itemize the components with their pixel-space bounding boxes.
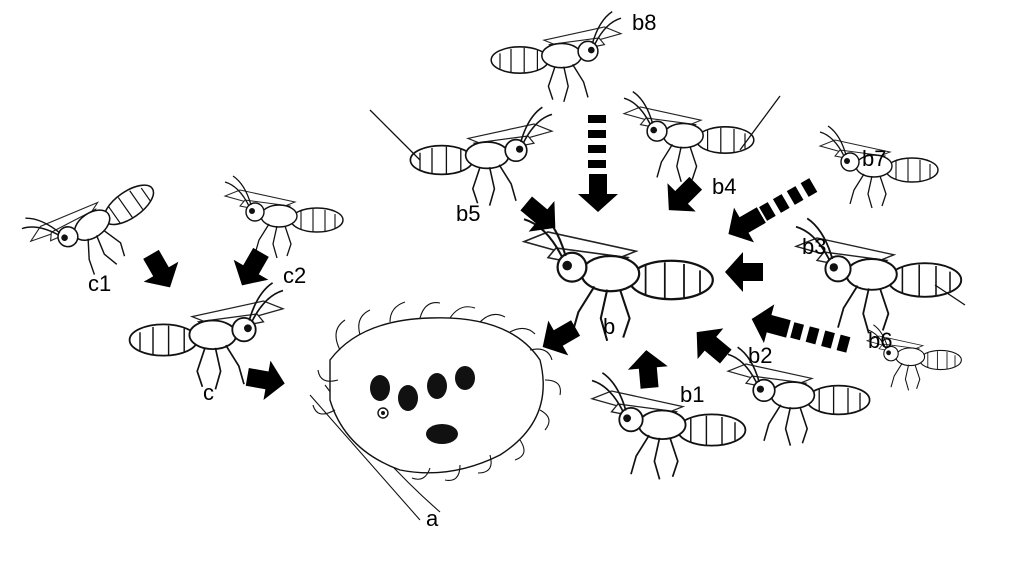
label-c2: c2 bbox=[283, 263, 307, 288]
dashed-arrow-b7-to-b bbox=[718, 178, 818, 252]
insect-b1 bbox=[591, 371, 747, 481]
insect-c2 bbox=[224, 175, 344, 259]
label-b7: b7 bbox=[862, 146, 887, 171]
arrow-b1-to-b bbox=[626, 348, 670, 390]
label-b4: b4 bbox=[712, 174, 737, 199]
label-b6: b6 bbox=[868, 328, 893, 353]
label-c1: c1 bbox=[88, 271, 112, 296]
label-b1: b1 bbox=[680, 382, 705, 407]
label-b5: b5 bbox=[456, 201, 481, 226]
arrow-c-to-a bbox=[243, 357, 289, 404]
insect-b4 bbox=[623, 90, 781, 183]
insect-b8 bbox=[490, 10, 622, 103]
label-c: c bbox=[203, 380, 214, 405]
arrow-b3-to-b bbox=[725, 252, 763, 292]
label-a: a bbox=[426, 506, 439, 531]
label-b3: b3 bbox=[802, 234, 827, 259]
nest-gall-a bbox=[309, 301, 561, 521]
label-b2: b2 bbox=[748, 343, 773, 368]
dashed-arrow-b8-to-b bbox=[578, 115, 618, 212]
arrow-c1-to-c bbox=[133, 244, 188, 298]
label-b8: b8 bbox=[632, 10, 657, 35]
insect-b5 bbox=[369, 106, 553, 207]
arrow-b4-to-b bbox=[654, 169, 710, 225]
label-b: b bbox=[603, 314, 616, 339]
insect-b bbox=[522, 208, 714, 342]
arrow-c2-to-c bbox=[224, 242, 279, 296]
insect-b3 bbox=[795, 217, 966, 335]
dashed-arrow-b6-to-b bbox=[746, 299, 851, 353]
arrow-b-to-a bbox=[532, 310, 586, 365]
arrow-b2-to-b bbox=[683, 316, 739, 372]
